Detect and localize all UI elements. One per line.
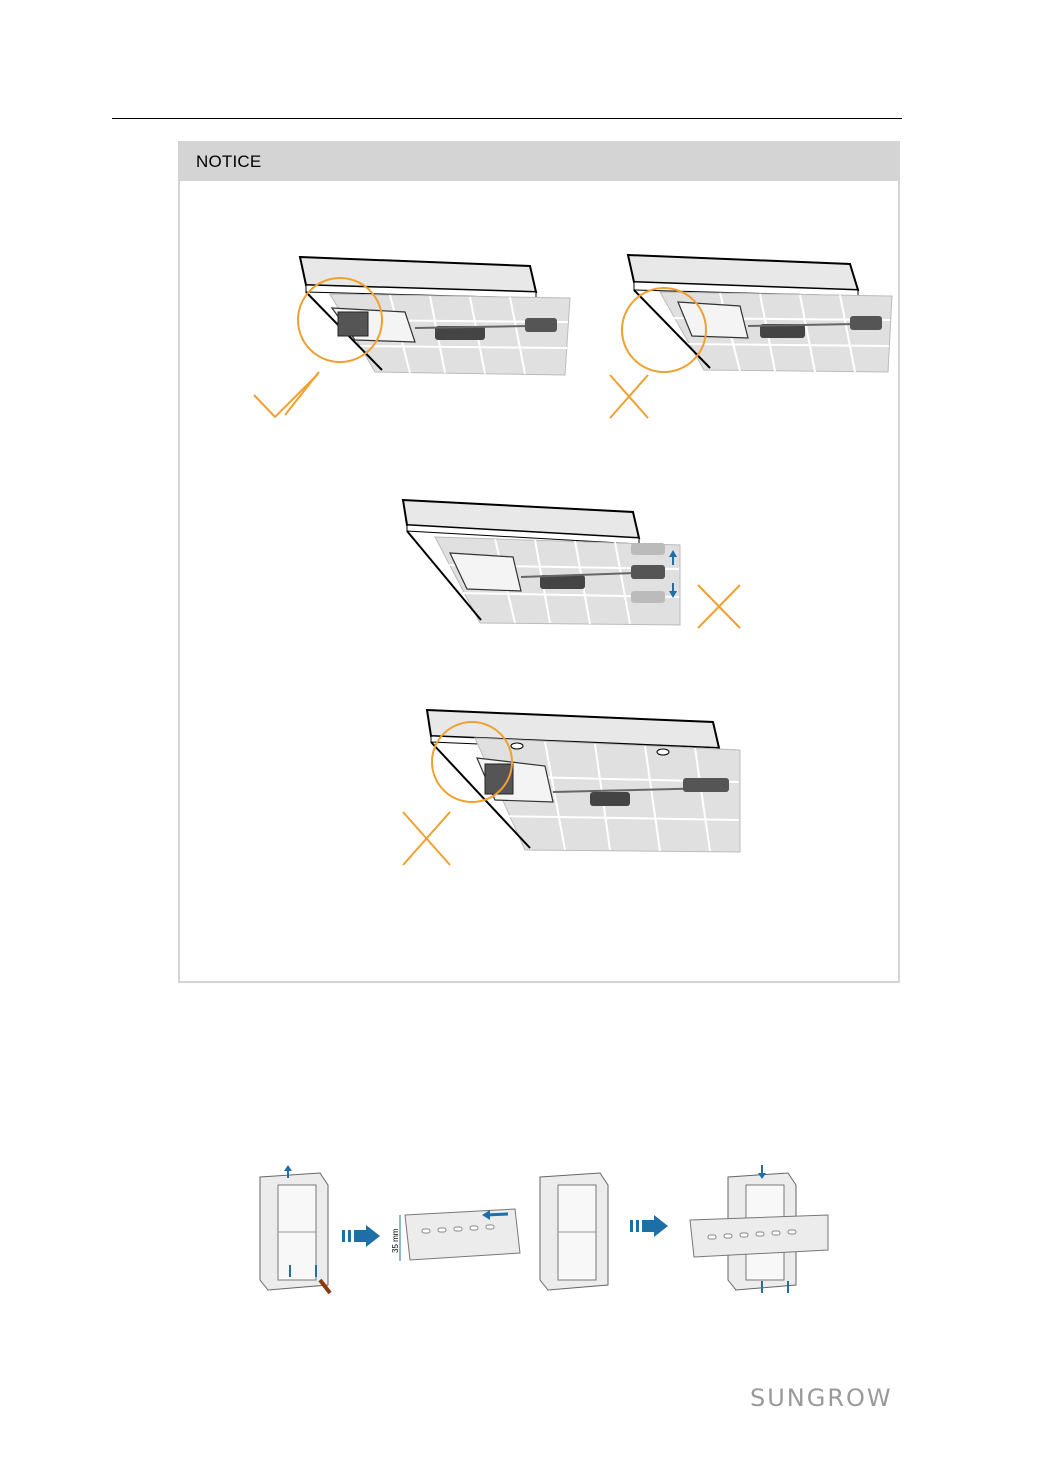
bracket-step-3 (690, 1165, 828, 1293)
bracket-step-2 (540, 1173, 608, 1290)
din-rail: 35 mm (391, 1209, 520, 1261)
header-rule (112, 118, 902, 119)
illustration-incorrect-cable-movement (395, 495, 755, 635)
step-arrow-2 (630, 1215, 668, 1237)
illustration-incorrect-mounting-hole (395, 700, 775, 870)
step-arrow-1 (342, 1225, 380, 1247)
notice-header: NOTICE (180, 143, 898, 181)
illustration-incorrect-mounting-gap (600, 250, 900, 430)
sungrow-logo: SUNGROW (750, 1384, 902, 1414)
illustration-correct-mounting (240, 250, 580, 430)
din-rail-installation-figure: 35 mm (250, 1165, 830, 1300)
notice-title: NOTICE (196, 152, 261, 172)
bracket-step-1 (260, 1165, 330, 1293)
rail-width-label: 35 mm (391, 1228, 400, 1253)
